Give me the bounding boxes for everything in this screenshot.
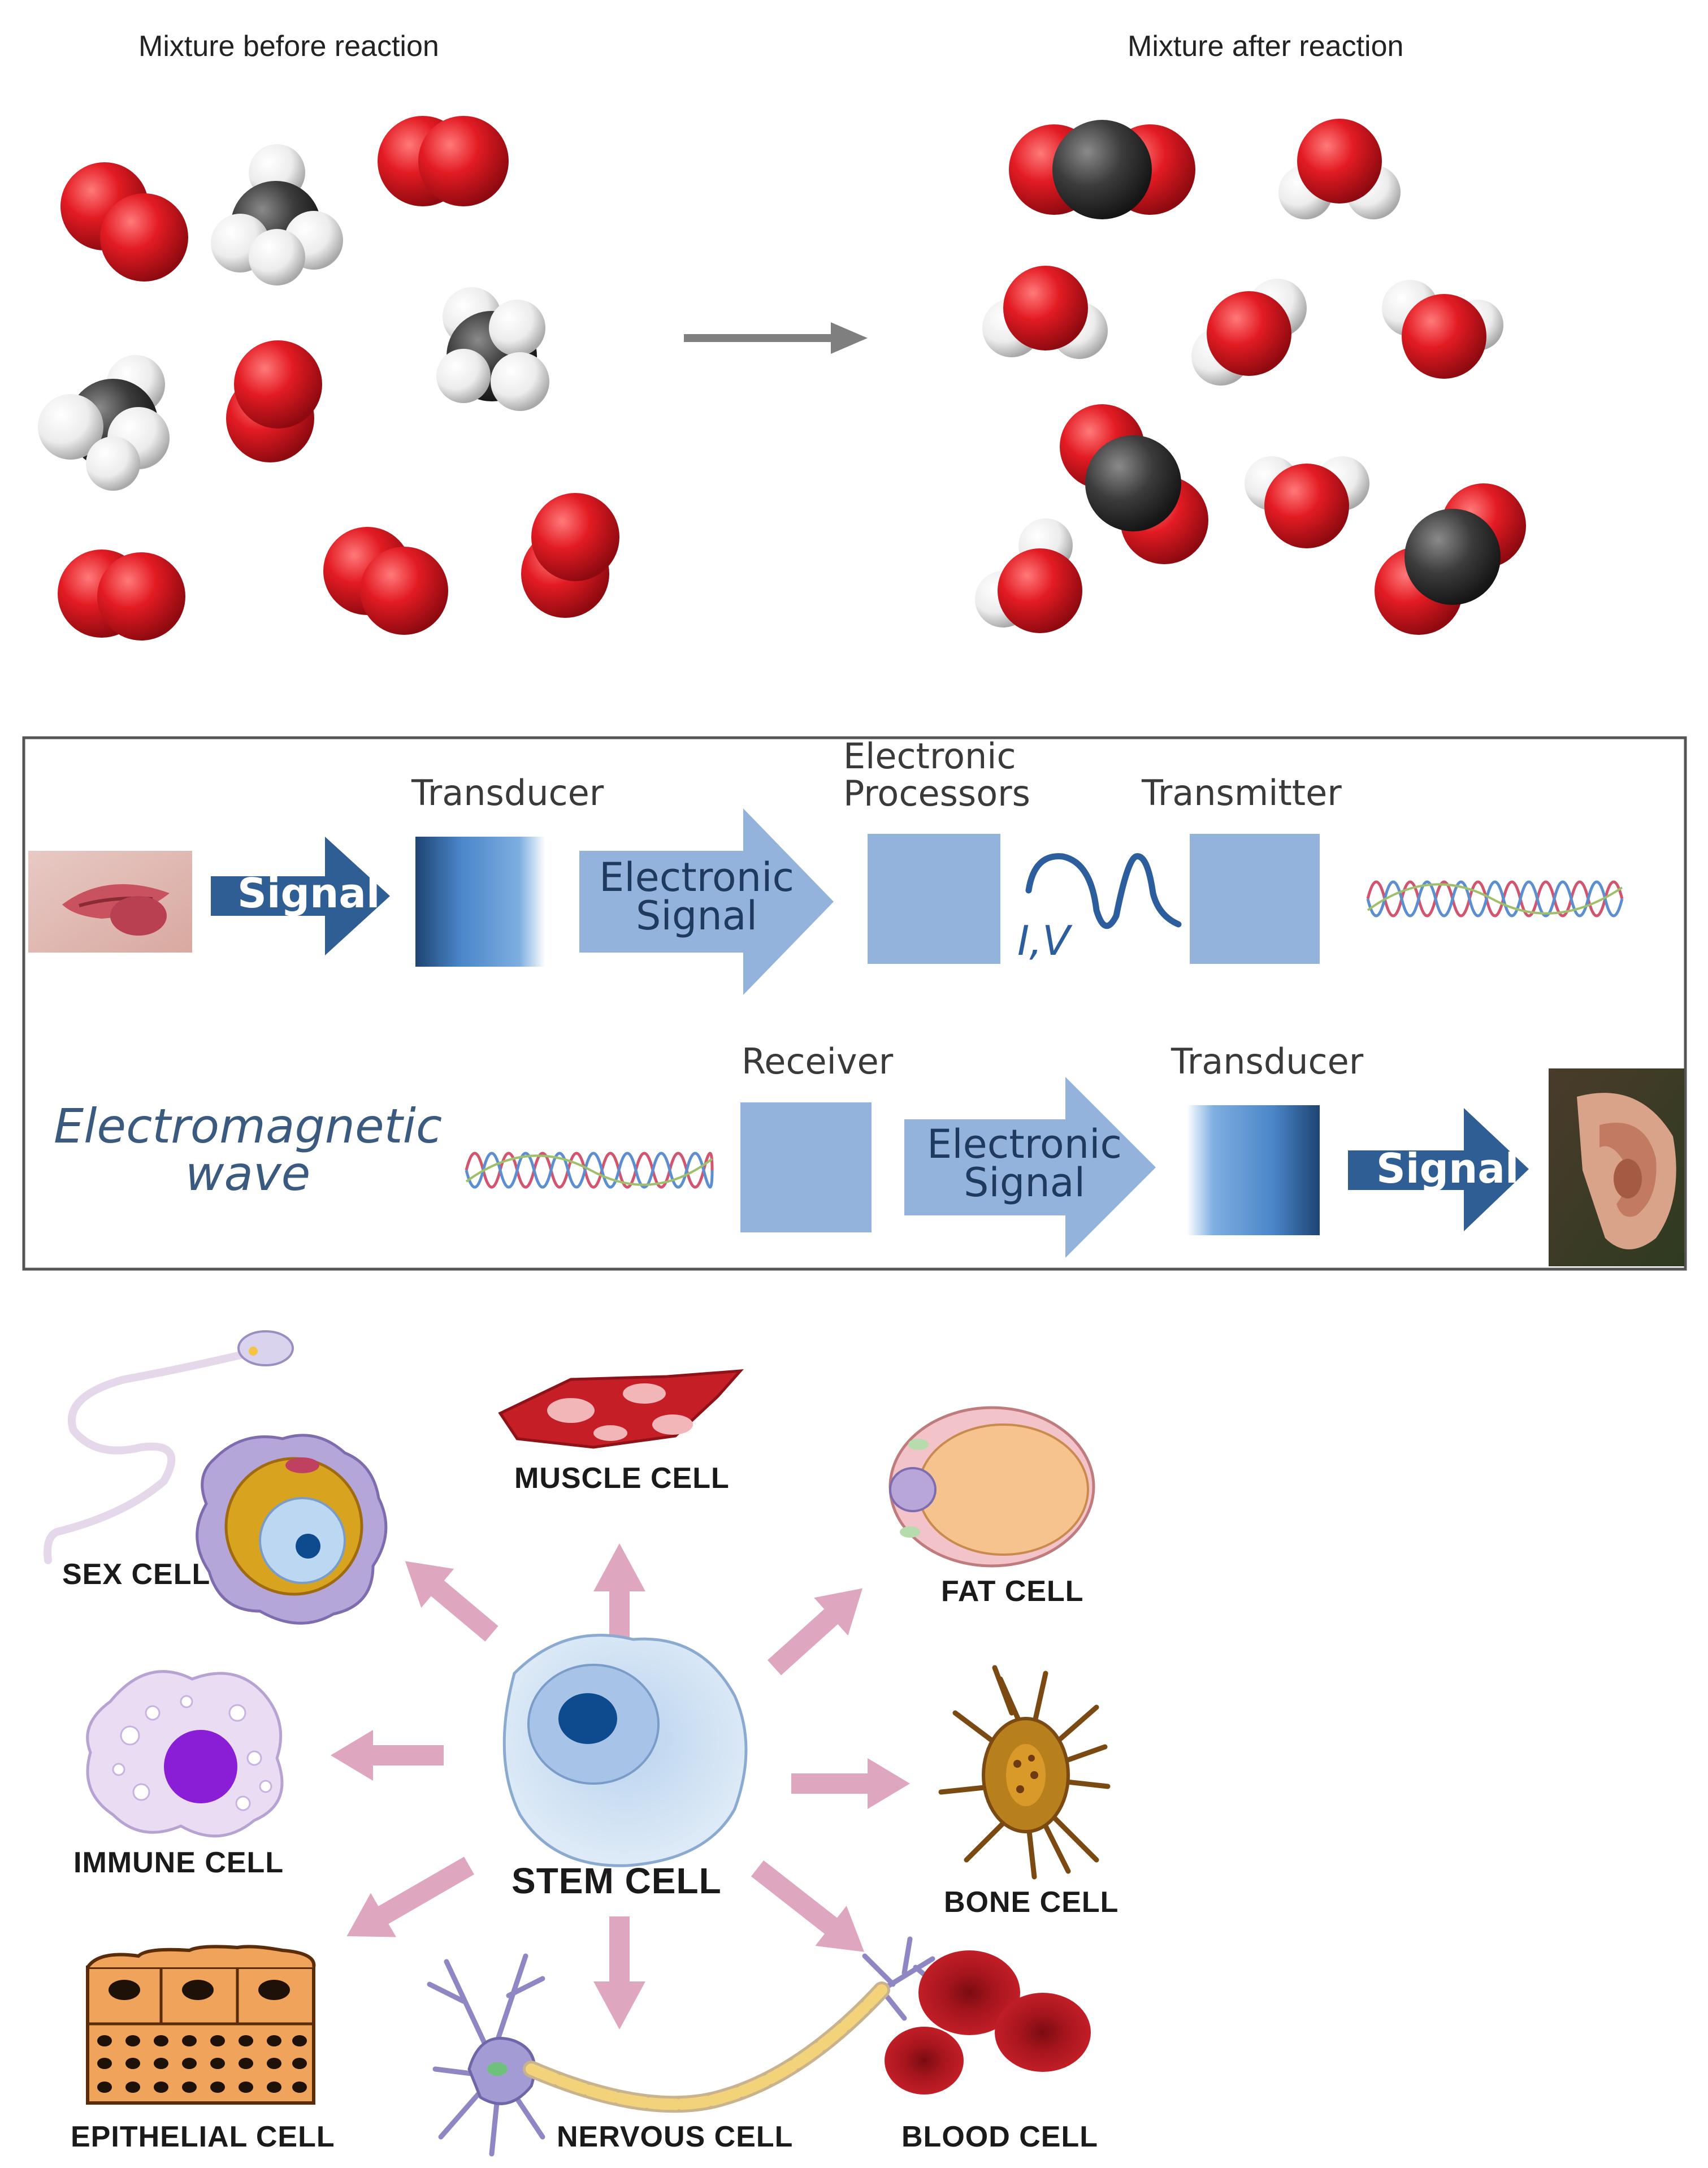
reaction-arrow (684, 322, 868, 354)
em-wave-bottom (465, 1152, 714, 1189)
immune-cell-label: IMMUNE CELL (73, 1846, 284, 1879)
arrow-to-immune (331, 1730, 444, 1781)
em-wave-label-line2: wave (185, 1146, 311, 1201)
blood-cell-image (885, 1950, 1091, 2095)
h2o-molecule (1382, 280, 1503, 379)
bone-cell-image (938, 1665, 1111, 1880)
transmitter-block (1190, 834, 1320, 964)
iv-waveform (1025, 853, 1182, 929)
o2-molecule (226, 340, 322, 462)
transmitter-label: Transmitter (1142, 772, 1342, 813)
electronic-signal-label-bottom-line1: Electronic (927, 1121, 1122, 1167)
stem-cell-label: STEM CELL (511, 1860, 722, 1901)
arrow-to-sex (405, 1561, 498, 1642)
electronic-signal-label-top-line1: Electronic (599, 854, 795, 901)
nervous-cell-image (427, 1936, 952, 2157)
sex-cell-image (44, 1330, 388, 1625)
electronic-signal-arrow-top (579, 808, 834, 995)
signal-label-bottom: Signal (1376, 1145, 1519, 1192)
bone-cell-label: BONE CELL (944, 1886, 1119, 1919)
h2o-molecule (1191, 279, 1307, 386)
co2-molecule (1009, 120, 1195, 219)
electronic-signal-label-bottom: Electronic Signal (927, 1121, 1122, 1206)
ear-image (1549, 1068, 1684, 1266)
receiver-block (740, 1102, 872, 1232)
fat-cell-image (888, 1406, 1095, 1568)
stem-cell-diagram: MUSCLE CELL FAT CELL SEX CELL IMMUNE CEL… (0, 1317, 1708, 2168)
receiver-label: Receiver (742, 1041, 894, 1082)
h2o-molecule (1278, 119, 1401, 219)
muscle-cell-label: MUSCLE CELL (514, 1462, 730, 1495)
sex-cell-label: SEX CELL (62, 1558, 211, 1591)
diagram-frame (22, 736, 1687, 1271)
em-wave-label: Electromagnetic wave (54, 1102, 442, 1197)
ch4-molecule (38, 355, 170, 491)
arrow-to-nervous (593, 1916, 645, 2029)
muscle-cell-image (498, 1369, 744, 1449)
ch4-molecule (436, 287, 549, 411)
communication-art (22, 736, 1687, 1271)
epithelial-cell-label: EPITHELIAL CELL (71, 2121, 335, 2153)
processors-label: Electronic Processors (843, 738, 1030, 812)
immune-cell-image (86, 1670, 284, 1838)
arrow-to-bone (791, 1758, 910, 1809)
em-wave-label-line1: Electromagnetic (54, 1098, 443, 1154)
transducer-label-top: Transducer (411, 772, 604, 813)
transducer-block-top (415, 837, 545, 967)
signal-arrow-bottom (1348, 1108, 1529, 1231)
reaction-diagram: Mixture before reaction Mixture after re… (0, 0, 1708, 667)
h2o-molecule (982, 266, 1108, 359)
before-mixture-title: Mixture before reaction (138, 30, 439, 63)
signal-arrow-top (211, 837, 390, 955)
transducer-block-bottom (1187, 1105, 1320, 1235)
processors-label-line1: Electronic (843, 735, 1016, 777)
stem-cell-image (502, 1634, 748, 1867)
mouth-image (28, 851, 192, 953)
transducer-label-bottom: Transducer (1171, 1041, 1364, 1082)
o2-molecule (378, 116, 509, 206)
electronic-signal-label-top-line2: Signal (636, 893, 758, 939)
electronic-signal-label-bottom-line2: Signal (964, 1159, 1086, 1206)
processors-label-line2: Processors (843, 773, 1030, 814)
o2-molecule (521, 493, 619, 618)
processors-block (868, 834, 1000, 964)
iv-label: I,V (1017, 917, 1070, 964)
signal-label-top: Signal (237, 869, 380, 917)
electronic-signal-arrow-bottom (904, 1077, 1156, 1258)
after-mixture-title: Mixture after reaction (1128, 30, 1404, 63)
arrow-to-blood (751, 1860, 865, 1952)
reaction-art (38, 116, 1526, 641)
h2o-molecule (975, 518, 1082, 633)
differentiation-arrows (331, 1543, 910, 2029)
blood-cell-label: BLOOD CELL (901, 2121, 1098, 2153)
arrow-to-epithelial (346, 1857, 474, 1937)
co2-molecule (1060, 404, 1208, 564)
o2-molecule (323, 527, 448, 635)
communication-diagram: Transducer Electronic Processors Transmi… (0, 729, 1708, 1283)
o2-molecule (58, 549, 185, 641)
epithelial-cell-image (86, 1945, 316, 2105)
co2-molecule (1375, 483, 1526, 635)
electronic-signal-label-top: Electronic Signal (599, 854, 795, 939)
h2o-molecule (1245, 456, 1369, 548)
fat-cell-label: FAT CELL (941, 1575, 1084, 1608)
stem-cell-art (44, 1330, 1111, 2157)
ch4-molecule (211, 144, 343, 285)
arrow-to-fat (767, 1588, 863, 1676)
nervous-cell-label: NERVOUS CELL (557, 2121, 794, 2153)
o2-molecule (60, 162, 188, 282)
em-wave-top (1366, 880, 1624, 918)
